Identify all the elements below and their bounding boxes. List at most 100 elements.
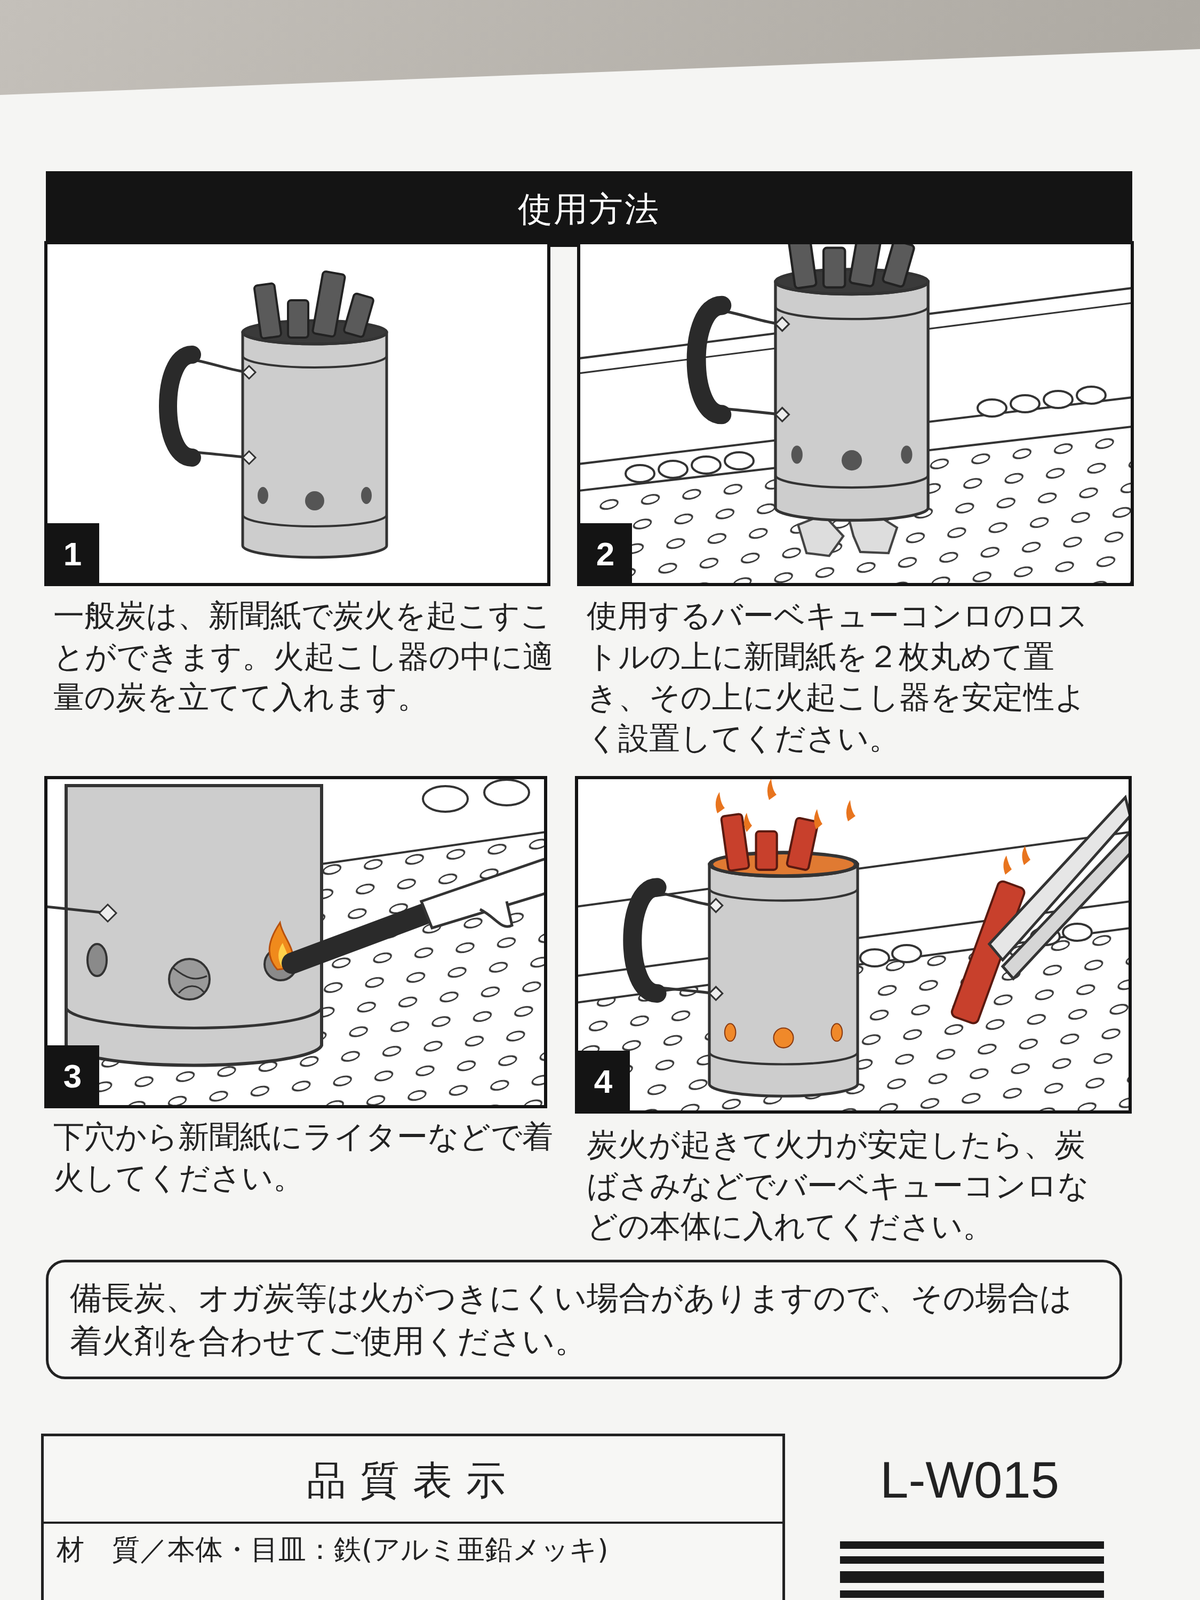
path-shape <box>99 904 117 922</box>
step-number-box: 1 <box>45 523 100 585</box>
panel-2-art <box>580 244 1131 583</box>
ellipse-shape <box>87 944 107 976</box>
rect-shape <box>786 817 819 871</box>
path-shape <box>480 901 512 927</box>
step-caption: 一般炭は、新聞紙で炭火を起こすことができます。火起こし器の中に適量の炭を立てて入… <box>53 595 558 718</box>
ellipse-shape <box>1062 923 1092 941</box>
ellipse-shape <box>691 456 721 474</box>
path-shape <box>242 332 387 344</box>
note-box: 備長炭、オガ炭等は火がつきにくい場合がありますので、その場合は着火剤を合わせてご… <box>45 1259 1123 1380</box>
ellipse-shape <box>361 486 372 504</box>
rect-shape <box>840 1571 1104 1583</box>
rect-shape <box>578 242 1133 585</box>
ellipse-shape <box>900 445 912 464</box>
step-number-box: 2 <box>578 523 632 585</box>
path-shape <box>846 800 856 822</box>
line-shape <box>292 913 427 964</box>
rect-shape <box>45 171 1133 247</box>
g-shape <box>721 813 819 871</box>
title-band: 使用方法 <box>45 171 1133 247</box>
table-heading: 品質表示 <box>43 1436 783 1524</box>
ellipse-shape <box>1043 390 1073 408</box>
rect-shape <box>840 1590 1104 1598</box>
g-shape <box>168 270 387 558</box>
rect-shape <box>756 831 778 870</box>
path-shape <box>813 809 823 830</box>
g-shape <box>632 813 858 1097</box>
g-shape <box>791 445 913 471</box>
rect-shape <box>578 779 1129 1111</box>
ellipse-shape <box>724 1023 736 1042</box>
circle-shape <box>169 958 210 1000</box>
g-shape <box>787 244 915 289</box>
g-shape <box>715 779 1031 875</box>
g-shape <box>696 244 929 556</box>
step-number-box: 3 <box>45 1045 100 1107</box>
circle-shape <box>305 491 325 511</box>
model-number: L-W015 <box>880 1451 1179 1509</box>
rect-shape <box>312 270 346 338</box>
g-shape <box>253 270 374 339</box>
ellipse-shape <box>831 1023 843 1042</box>
path-shape <box>66 785 322 1066</box>
rect-shape <box>47 244 548 583</box>
step-number: 2 <box>596 534 615 573</box>
rect-shape <box>787 244 817 289</box>
table-cell: 材 質／本体・目皿：鉄(アルミ亜鉛メッキ) <box>43 1523 783 1576</box>
panel-4-art <box>578 779 1129 1111</box>
ellipse-shape <box>422 786 468 812</box>
g-shape <box>422 779 530 812</box>
ellipse-shape <box>1076 386 1106 404</box>
use-shape <box>696 269 929 521</box>
path-shape <box>767 779 777 800</box>
ellipse-shape <box>724 452 754 470</box>
title-text: 使用方法 <box>517 186 660 233</box>
rect-shape <box>343 292 374 338</box>
step-number: 3 <box>63 1057 82 1095</box>
stripe-bars <box>840 1541 1104 1598</box>
step-caption: 炭火が起きて火力が安定したら、炭ばさみなどでバーベキューコンロなどの本体に入れて… <box>586 1124 1102 1247</box>
rect-shape <box>840 1556 1104 1564</box>
panel-borders <box>45 242 1133 1112</box>
polygon-shape <box>421 858 544 928</box>
rect-shape <box>253 283 282 339</box>
rect-shape <box>576 777 1131 1112</box>
ellipse-shape <box>484 779 530 806</box>
g-shape <box>724 1023 843 1048</box>
line-shape <box>47 906 107 914</box>
quality-table-box: 品質表示材 質／本体・目皿：鉄(アルミ亜鉛メッキ) <box>41 1433 786 1600</box>
ellipse-shape <box>658 460 688 478</box>
rect-shape <box>823 248 845 288</box>
line-shape <box>321 832 544 864</box>
panel-1-art <box>47 244 548 583</box>
circle-shape <box>841 450 862 471</box>
polygon-shape <box>0 49 1200 1600</box>
rect-shape <box>45 242 549 585</box>
note-text: 備長炭、オガ炭等は火がつきにくい場合がありますので、その場合は着火剤を合わせてご… <box>69 1276 1078 1363</box>
ellipse-shape <box>257 486 269 504</box>
rect-shape <box>580 244 1131 583</box>
ellipse-shape <box>791 445 803 464</box>
step-caption: 下穴から新聞紙にライターなどで着火してください。 <box>53 1116 558 1198</box>
use-shape <box>168 320 387 558</box>
rect-shape <box>882 244 915 288</box>
step-number-box: 4 <box>576 1050 630 1112</box>
polygon-shape <box>1002 832 1129 979</box>
ellipse-shape <box>1010 395 1040 413</box>
step-number: 1 <box>63 534 82 573</box>
rect-shape <box>840 1541 1104 1549</box>
ellipse-shape <box>892 945 922 963</box>
rect-shape <box>288 300 309 338</box>
path-shape <box>1021 845 1031 866</box>
ellipse-shape <box>625 465 655 483</box>
ellipse-shape <box>860 949 890 967</box>
path-shape <box>715 792 725 814</box>
rect-shape <box>47 779 544 1106</box>
g-shape <box>257 486 372 511</box>
path-shape <box>66 1008 322 1028</box>
ellipse-shape <box>977 399 1007 417</box>
path-shape <box>775 281 928 294</box>
path-shape <box>1003 855 1012 875</box>
